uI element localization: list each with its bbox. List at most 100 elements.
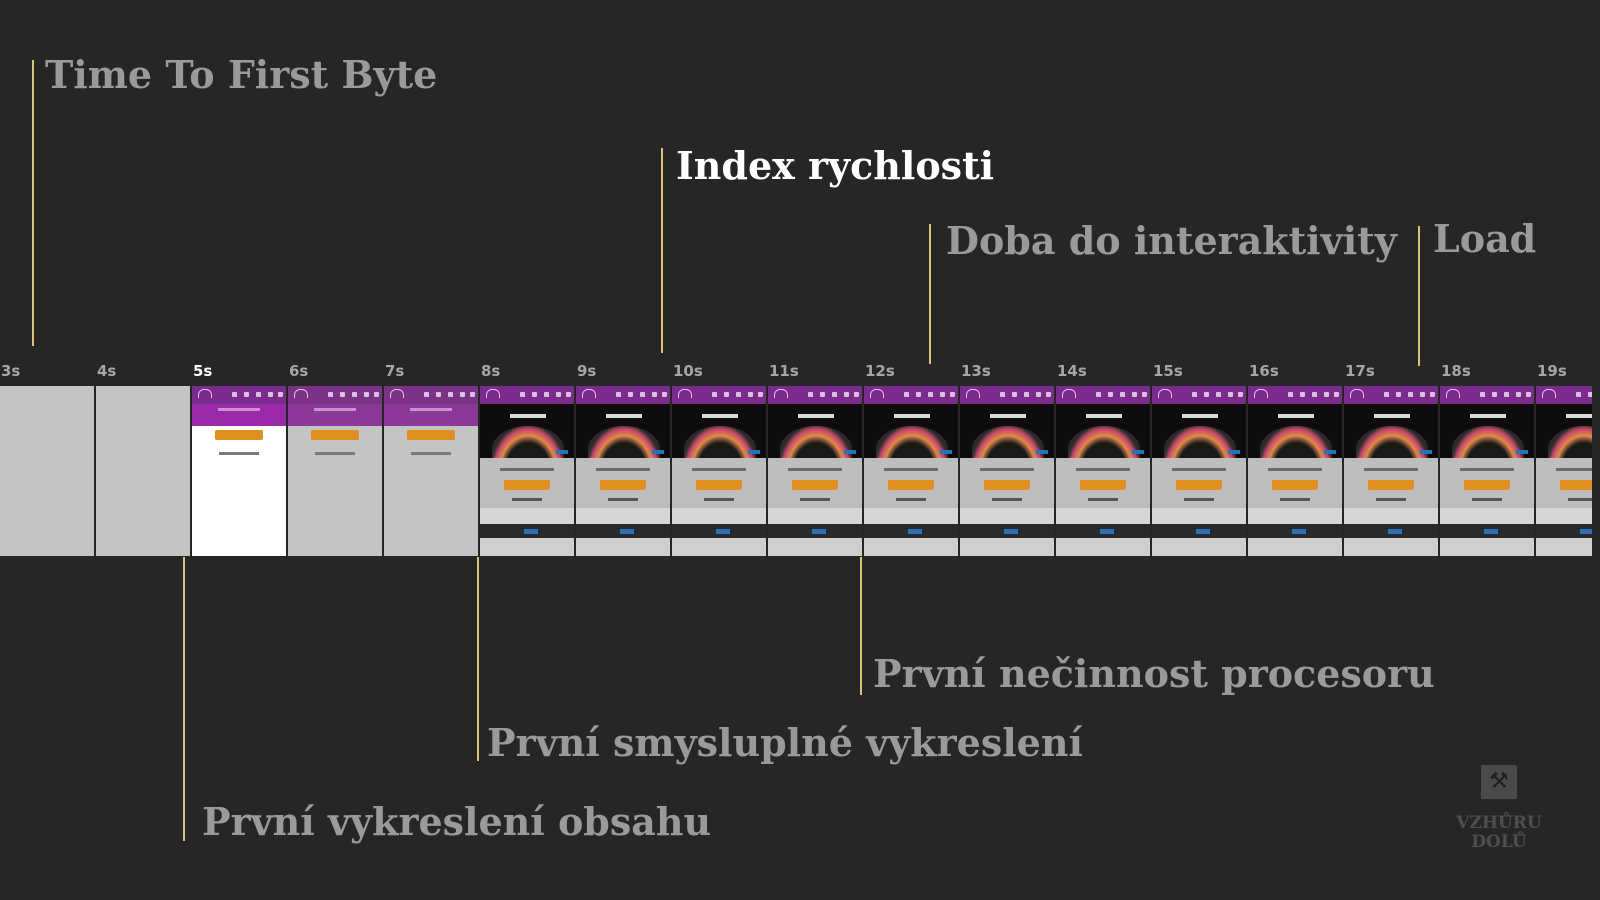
frame-cookie-bar bbox=[960, 524, 1054, 538]
site-logo-icon bbox=[198, 389, 212, 398]
header-icon bbox=[1334, 392, 1339, 397]
site-logo-icon bbox=[1158, 389, 1172, 398]
frame-promo-section bbox=[1152, 458, 1246, 508]
timeline-tick: 18s bbox=[1441, 362, 1471, 380]
header-icon bbox=[460, 392, 465, 397]
fcp-marker-line bbox=[183, 557, 185, 841]
frame-promo-banner bbox=[288, 404, 382, 426]
header-icon bbox=[1312, 392, 1317, 397]
frame-promo-section bbox=[1344, 458, 1438, 508]
frame-headline bbox=[219, 452, 259, 455]
site-logo-icon bbox=[294, 389, 308, 398]
frame-promo-section bbox=[768, 458, 862, 508]
frame-promo-section bbox=[672, 458, 766, 508]
frame-cookie-bar bbox=[1440, 524, 1534, 538]
header-icon bbox=[928, 392, 933, 397]
frame-content-block bbox=[864, 508, 958, 524]
site-logo-icon bbox=[1446, 389, 1460, 398]
header-icon bbox=[364, 392, 369, 397]
site-logo-icon bbox=[870, 389, 884, 398]
header-icon bbox=[1430, 392, 1435, 397]
load-marker-label: Load bbox=[1433, 216, 1537, 261]
header-icon bbox=[628, 392, 633, 397]
logo-line-2: DOLŮ bbox=[1471, 832, 1527, 852]
header-icon bbox=[1216, 392, 1221, 397]
header-icon bbox=[916, 392, 921, 397]
filmstrip-frame bbox=[480, 386, 576, 556]
frame-content-block bbox=[1536, 508, 1592, 524]
timeline-tick: 11s bbox=[769, 362, 799, 380]
header-icon bbox=[352, 392, 357, 397]
frame-headline bbox=[411, 452, 451, 455]
header-icon bbox=[268, 392, 273, 397]
header-icon bbox=[844, 392, 849, 397]
frame-header-bar bbox=[1440, 386, 1534, 404]
filmstrip-frame bbox=[0, 386, 96, 556]
header-icon bbox=[1576, 392, 1581, 397]
frame-hero-image bbox=[768, 404, 862, 458]
frame-content-block bbox=[1344, 508, 1438, 524]
frame-hero-image bbox=[480, 404, 574, 458]
frame-header-bar bbox=[768, 386, 862, 404]
filmstrip-frame bbox=[288, 386, 384, 556]
logo-line-1: VZHŮRU bbox=[1456, 813, 1542, 833]
frame-header-bar bbox=[672, 386, 766, 404]
timeline-tick: 3s bbox=[1, 362, 21, 380]
frame-promo-banner bbox=[192, 404, 286, 426]
timeline-tick: 15s bbox=[1153, 362, 1183, 380]
frame-header-bar bbox=[288, 386, 382, 404]
frame-cookie-bar bbox=[864, 524, 958, 538]
site-logo-icon bbox=[390, 389, 404, 398]
first-cpu-idle-marker-label: První nečinnost procesoru bbox=[873, 651, 1435, 696]
site-logo-icon bbox=[582, 389, 596, 398]
header-icon bbox=[1420, 392, 1425, 397]
timeline-tick: 7s bbox=[385, 362, 405, 380]
filmstrip-frame bbox=[1248, 386, 1344, 556]
tti-marker-label: Doba do interaktivity bbox=[946, 218, 1397, 263]
header-icon bbox=[1024, 392, 1029, 397]
header-icon bbox=[1504, 392, 1509, 397]
header-icon bbox=[1300, 392, 1305, 397]
frame-hero-image bbox=[960, 404, 1054, 458]
header-icon bbox=[736, 392, 741, 397]
site-logo-icon bbox=[774, 389, 788, 398]
frame-content-block bbox=[1056, 508, 1150, 524]
frame-content-block bbox=[1152, 508, 1246, 524]
header-icon bbox=[1396, 392, 1401, 397]
ttfb-marker-line bbox=[32, 60, 34, 346]
frame-promo-section bbox=[480, 458, 574, 508]
frame-hero-image bbox=[864, 404, 958, 458]
filmstrip-frame bbox=[1536, 386, 1592, 556]
frame-hero-image bbox=[1440, 404, 1534, 458]
header-icon bbox=[904, 392, 909, 397]
filmstrip bbox=[0, 386, 1592, 556]
frame-hero-image bbox=[1056, 404, 1150, 458]
filmstrip-frame bbox=[384, 386, 480, 556]
header-icon bbox=[1492, 392, 1497, 397]
frame-header-bar bbox=[1248, 386, 1342, 404]
frame-content-block bbox=[960, 508, 1054, 524]
site-logo-icon bbox=[486, 389, 500, 398]
header-icon bbox=[950, 392, 955, 397]
header-icon bbox=[1324, 392, 1329, 397]
header-icon bbox=[424, 392, 429, 397]
header-icon bbox=[640, 392, 645, 397]
header-icon bbox=[1012, 392, 1017, 397]
frame-hero-image bbox=[1152, 404, 1246, 458]
header-icon bbox=[652, 392, 657, 397]
timeline-tick: 9s bbox=[577, 362, 597, 380]
timeline-tick: 6s bbox=[289, 362, 309, 380]
speed-index-marker-label: Index rychlosti bbox=[676, 143, 995, 188]
frame-promo-section bbox=[1536, 458, 1592, 508]
site-logo-icon bbox=[1254, 389, 1268, 398]
header-icon bbox=[808, 392, 813, 397]
frame-cookie-bar bbox=[672, 524, 766, 538]
header-icon bbox=[328, 392, 333, 397]
filmstrip-frame bbox=[672, 386, 768, 556]
filmstrip-frame bbox=[960, 386, 1056, 556]
frame-header-bar bbox=[1536, 386, 1592, 404]
timeline-tick: 17s bbox=[1345, 362, 1375, 380]
crossed-hammers-icon: ⚒ bbox=[1481, 765, 1517, 799]
frame-hero-image bbox=[576, 404, 670, 458]
header-icon bbox=[532, 392, 537, 397]
